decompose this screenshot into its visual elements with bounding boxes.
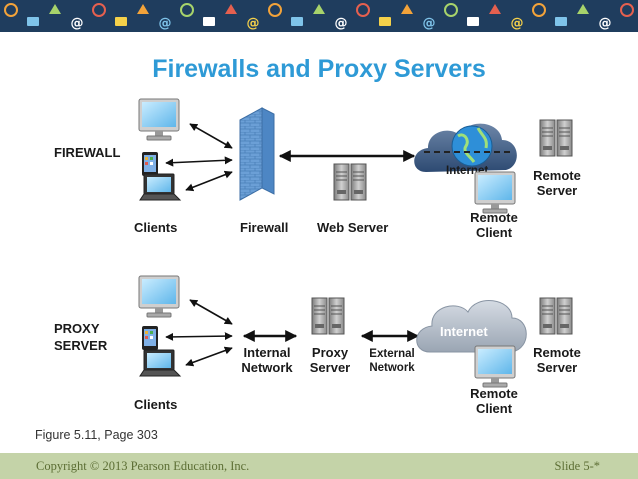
airplane-icon	[313, 4, 325, 14]
at-sign-icon	[137, 4, 149, 14]
bus-icon	[620, 3, 634, 17]
remote-client-icon	[474, 171, 516, 214]
smartphone-client-icon	[142, 326, 158, 350]
remote-server-label-line2: Server	[537, 183, 577, 198]
remote-client-label-line1: Remote	[470, 386, 518, 401]
remote-server-label-line1: Remote	[533, 345, 581, 360]
airplane-icon	[92, 3, 106, 17]
connection-arrow	[185, 170, 233, 192]
firewall-section: FIREWALL Clients Firewall Web Server Int…	[54, 98, 581, 240]
internet-cloud-icon	[416, 300, 527, 353]
figure-caption: Figure 5.11, Page 303	[35, 428, 158, 442]
cloud-icon: @	[335, 16, 348, 31]
gear-icon: @	[247, 16, 260, 31]
lightbulb-icon: @	[599, 16, 612, 31]
connection-arrow	[189, 299, 233, 325]
firewall-section-label: FIREWALL	[54, 145, 120, 160]
remote-server-label-line2: Server	[537, 360, 577, 375]
copyright-text: Copyright © 2013 Pearson Education, Inc.	[36, 459, 250, 473]
remote-client-label-line1: Remote	[470, 210, 518, 225]
remote-server-icon	[539, 119, 573, 157]
desktop-client-icon	[138, 275, 180, 318]
lightbulb-icon: @	[159, 16, 172, 31]
remote-client-icon	[474, 345, 516, 388]
at-sign-icon	[356, 3, 370, 17]
phone-icon: @	[71, 16, 84, 31]
proxy-server-icon	[311, 297, 345, 335]
airplane-icon	[532, 3, 546, 17]
clients-label: Clients	[134, 220, 177, 235]
proxy-section: PROXY SERVER Clients Internal Network Pr…	[54, 275, 581, 416]
slide-title: Firewalls and Proxy Servers	[152, 55, 486, 83]
at-sign-icon	[577, 4, 589, 14]
firewall-wall-icon	[239, 107, 275, 201]
banner-icons: @ @ @ @ @ @ @	[0, 0, 638, 32]
bus-icon	[401, 4, 413, 14]
chat-icon	[203, 17, 215, 26]
laptop-client-icon	[139, 349, 181, 377]
home-icon	[489, 4, 501, 14]
chat-icon: @	[423, 16, 436, 31]
internal-network-label-line1: Internal	[244, 345, 291, 360]
connection-arrow	[165, 156, 233, 167]
cloud-icon	[115, 17, 127, 26]
icon-banner: @ @ @ @ @ @ @	[0, 0, 638, 32]
internet-label: Internet	[440, 324, 488, 339]
lightbulb-icon	[379, 17, 391, 26]
internet-cloud-icon	[414, 123, 517, 172]
proxy-server-label-line1: Proxy	[312, 345, 349, 360]
smartphone-client-icon	[142, 152, 158, 176]
remote-server-icon	[539, 297, 573, 335]
remote-client-label-line2: Client	[476, 401, 513, 416]
bus-icon	[180, 3, 194, 17]
clients-label: Clients	[134, 397, 177, 412]
email-icon	[225, 4, 237, 14]
proxy-server-label-line2: Server	[310, 360, 350, 375]
slide-footer: Copyright © 2013 Pearson Education, Inc.…	[0, 453, 638, 479]
connection-arrow	[189, 123, 233, 149]
remote-client-label-line2: Client	[476, 225, 513, 240]
internal-network-label-line2: Network	[241, 360, 293, 375]
firewall-label: Firewall	[240, 220, 288, 235]
proxy-section-label-line2: SERVER	[54, 338, 108, 353]
external-network-label-line1: External	[369, 348, 414, 360]
home-icon	[268, 3, 282, 17]
email-icon	[4, 3, 18, 17]
home-icon	[49, 4, 61, 14]
email-icon	[444, 3, 458, 17]
connection-arrow	[185, 346, 233, 367]
external-network-label-line2: Network	[369, 362, 415, 374]
laptop-client-icon	[139, 173, 181, 201]
proxy-section-label-line1: PROXY	[54, 321, 100, 336]
slide-number: Slide 5-*	[554, 459, 600, 473]
web-server-label: Web Server	[317, 220, 388, 235]
remote-server-label-line1: Remote	[533, 168, 581, 183]
gear-icon	[467, 17, 479, 26]
cloud-icon	[555, 17, 567, 26]
desktop-client-icon	[138, 98, 180, 141]
phone-icon	[291, 17, 303, 26]
phone-icon: @	[511, 16, 524, 31]
web-server-icon	[333, 163, 367, 201]
gear-icon	[27, 17, 39, 26]
connection-arrow	[165, 332, 233, 341]
